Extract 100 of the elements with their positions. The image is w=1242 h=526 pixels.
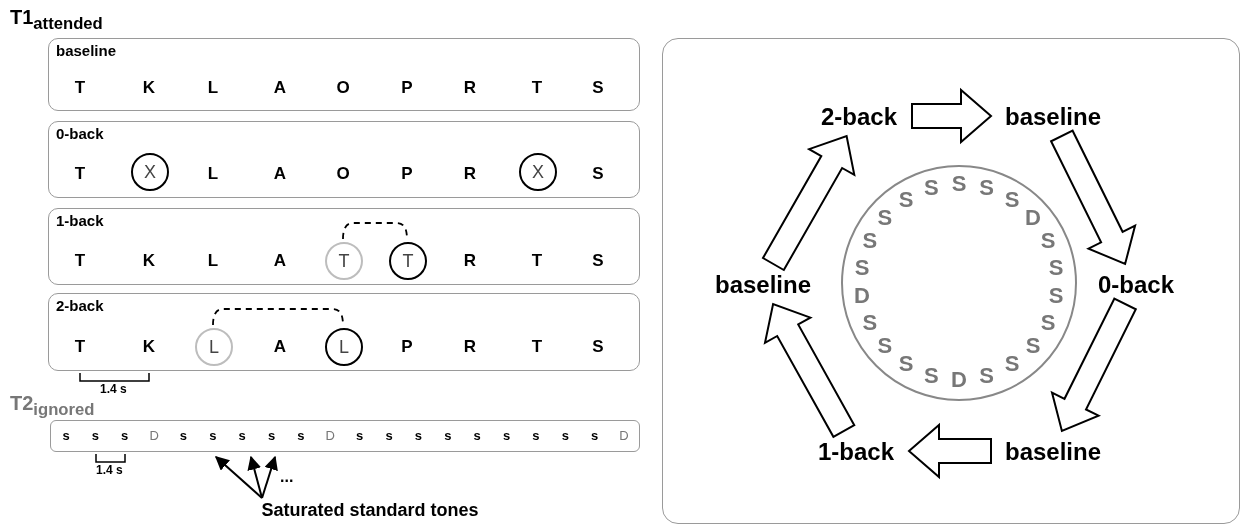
condition-heading: 1-back: [56, 212, 104, 229]
letter: K: [141, 336, 157, 357]
letter: A: [272, 78, 288, 99]
tone-letter: s: [413, 427, 423, 445]
dashed-connector: [212, 308, 344, 326]
letter: R: [462, 250, 478, 271]
tone-letter: S: [897, 189, 915, 210]
tone-letter: S: [853, 258, 871, 279]
tone-letter: S: [876, 207, 894, 228]
tone-letter: s: [355, 427, 365, 445]
ellipsis: ...: [280, 468, 294, 486]
dimension-label: 1.4 s: [96, 463, 123, 477]
tone-letter: D: [618, 427, 630, 445]
sequence-panel: [48, 208, 640, 285]
dimension-label: 1.4 s: [100, 382, 127, 396]
circled-letter: T: [389, 242, 427, 280]
rounded-panel: [662, 38, 1240, 524]
block-arrow: [911, 87, 993, 145]
letter: A: [272, 163, 288, 184]
circled-letter: L: [325, 328, 363, 366]
circled-letter: T: [325, 242, 363, 280]
letter: A: [272, 336, 288, 357]
tone-letter: s: [443, 427, 453, 445]
tone-letter: S: [923, 366, 940, 386]
letter: P: [400, 336, 414, 357]
condition-label: baseline: [996, 101, 1110, 133]
letter: S: [591, 78, 605, 99]
leader-line: [261, 455, 278, 499]
letter: R: [462, 78, 478, 99]
letter: K: [141, 250, 157, 271]
letter: R: [462, 163, 478, 184]
condition-label: 0-back: [1086, 269, 1186, 301]
tone-letter: S: [1003, 189, 1021, 210]
tone-letter: S: [1047, 258, 1065, 279]
block-arrow: [907, 422, 992, 480]
letter: R: [462, 336, 478, 357]
tone-letter: s: [296, 427, 306, 445]
block-arrow: [763, 302, 856, 439]
letter: A: [272, 250, 288, 271]
tone-letter: s: [501, 427, 512, 445]
block-arrow: [1049, 129, 1137, 266]
letter: P: [400, 163, 414, 184]
letter: K: [141, 78, 157, 99]
letter: O: [335, 78, 351, 99]
letter: T: [530, 78, 544, 99]
tone-letter: s: [178, 427, 189, 445]
set-heading: T2$_{ignored}$: [10, 392, 95, 420]
tone-letter: D: [324, 427, 336, 445]
letter: T: [530, 250, 544, 271]
condition-heading: baseline: [56, 42, 117, 59]
tone-letter: S: [950, 174, 968, 194]
tone-sequence-panel: [50, 420, 640, 452]
tone-letter: S: [861, 312, 879, 333]
tone-letter: S: [978, 177, 995, 198]
tone-letter: s: [590, 427, 600, 445]
letter: O: [335, 163, 351, 184]
condition-label: baseline: [701, 269, 825, 301]
tone-letter: s: [472, 427, 482, 445]
condition-label: 2-back: [809, 101, 909, 133]
letter: L: [206, 163, 220, 184]
annotation-text: Saturated standard tones: [255, 496, 485, 524]
letter: L: [206, 250, 220, 271]
letter: T: [73, 163, 87, 184]
letter: S: [591, 163, 605, 184]
sequence-panel: [48, 121, 640, 198]
tone-letter: S: [876, 336, 894, 357]
tone-letter: s: [266, 427, 277, 445]
condition-label: baseline: [996, 436, 1110, 468]
tone-letter: s: [384, 427, 394, 445]
tone-ring: [841, 165, 1077, 401]
tone-letter: s: [120, 427, 130, 445]
tone-letter: s: [61, 427, 71, 445]
tone-letter: S: [1003, 354, 1021, 375]
dashed-connector: [342, 222, 408, 240]
condition-label: 1-back: [806, 436, 906, 468]
tone-letter: S: [861, 231, 879, 252]
letter: S: [591, 336, 605, 357]
tone-letter: s: [208, 427, 218, 445]
tone-letter: s: [560, 427, 570, 445]
tone-letter: S: [923, 177, 940, 198]
tone-letter: S: [897, 354, 915, 375]
leader-line: [247, 455, 263, 499]
letter: T: [73, 250, 87, 271]
letter: T: [73, 78, 87, 99]
sequence-panel: [48, 293, 640, 371]
block-arrow: [1050, 297, 1138, 433]
circled-letter: L: [195, 328, 233, 366]
condition-heading: 2-back: [56, 297, 104, 314]
leader-line: [214, 456, 263, 499]
letter: S: [591, 250, 605, 271]
tone-letter: S: [1039, 312, 1057, 333]
letter: L: [206, 78, 220, 99]
tone-letter: S: [1039, 231, 1057, 252]
letter: T: [530, 336, 544, 357]
set-heading: T1$_{attended}$: [10, 6, 103, 34]
letter: T: [73, 336, 87, 357]
circled-letter: X: [131, 153, 169, 191]
tone-letter: D: [950, 370, 968, 390]
condition-heading: 0-back: [56, 125, 104, 142]
tone-letter: s: [90, 427, 100, 445]
